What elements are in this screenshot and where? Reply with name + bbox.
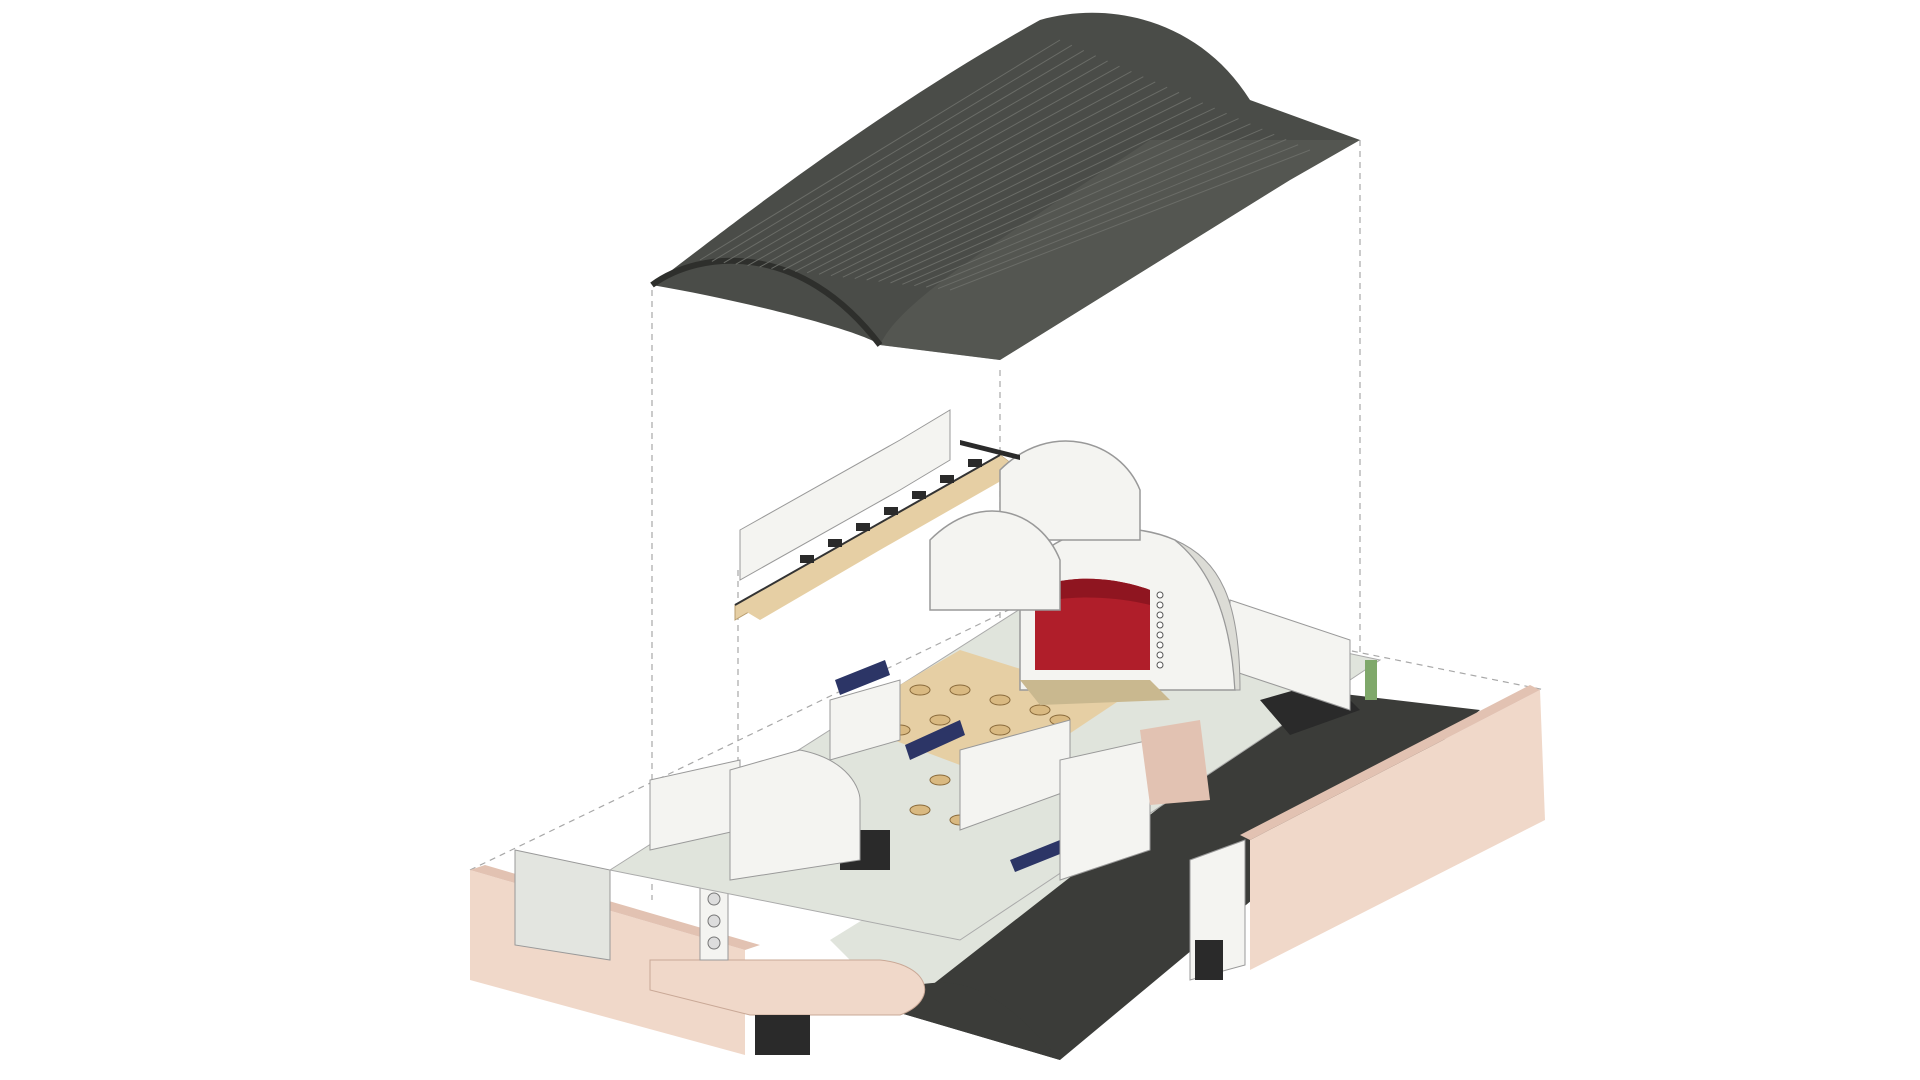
interior-wall-a	[829, 679, 901, 761]
mezzanine-deck	[735, 455, 1020, 620]
stage-curtain	[1035, 578, 1150, 670]
marquee-light	[707, 914, 721, 928]
stage-lights	[1156, 591, 1164, 669]
booth-seating-a	[835, 660, 890, 695]
booth-seating-b	[905, 720, 965, 760]
roof-rib	[818, 91, 1180, 275]
table	[909, 804, 931, 816]
facade-right-top	[1240, 685, 1540, 840]
workstation	[800, 555, 814, 563]
stage-light	[1156, 591, 1164, 599]
pink-partition	[1140, 720, 1210, 805]
stage-light	[1156, 611, 1164, 619]
roof-layer	[650, 12, 1360, 360]
table	[929, 714, 951, 726]
roof-vault-top	[652, 12, 1360, 360]
roof-rib	[806, 86, 1168, 274]
roof-rib	[699, 39, 1061, 261]
roof-rib	[723, 50, 1085, 264]
roof-rib	[759, 65, 1120, 268]
stage-floor	[1020, 680, 1170, 705]
entrance-door-right	[1195, 940, 1223, 980]
roof-rib	[866, 112, 1227, 281]
curtain-valance	[1035, 578, 1150, 605]
stage-light	[1156, 641, 1164, 649]
table	[949, 684, 971, 696]
stage-light	[1156, 651, 1164, 659]
roof-rib	[949, 149, 1311, 291]
roof-rib	[711, 44, 1073, 262]
workstations	[800, 459, 982, 563]
facade-left	[470, 839, 926, 1055]
workstation	[884, 507, 898, 515]
mezzanine-level	[734, 409, 1141, 621]
mezzanine-vault-a	[999, 440, 1141, 541]
table	[989, 694, 1011, 706]
road-curve	[890, 982, 1060, 1060]
auditorium-side-wall	[1174, 539, 1241, 691]
roof-rib	[735, 55, 1096, 265]
auditorium	[1019, 527, 1241, 705]
facade-right-wall	[1250, 690, 1545, 970]
table	[989, 724, 1011, 736]
roof-rib	[842, 102, 1204, 278]
stage-light	[1156, 631, 1164, 639]
roof-rib	[771, 70, 1132, 270]
stage-light	[1156, 601, 1164, 609]
roof-rib	[795, 81, 1156, 272]
table	[909, 684, 931, 696]
roof-rib	[902, 128, 1263, 285]
roof-vault-shade	[880, 140, 1360, 360]
workstation	[912, 491, 926, 499]
stage-light	[1156, 661, 1164, 669]
table	[929, 774, 951, 786]
mezzanine-vault-b	[929, 510, 1061, 611]
roof-rib	[914, 133, 1275, 287]
black-railing	[960, 440, 1020, 460]
roof-rib	[937, 144, 1299, 290]
roof-rib	[830, 97, 1192, 277]
entrance-door-left	[755, 1015, 810, 1055]
workstation	[856, 523, 870, 531]
stage-light	[1156, 621, 1164, 629]
canopy	[649, 959, 926, 1016]
marquee-light	[707, 936, 721, 950]
workstation	[940, 475, 954, 483]
workstation	[828, 539, 842, 547]
mezzanine-back-wall	[739, 409, 951, 581]
grey-wall-block	[514, 849, 611, 961]
base-outline-right	[1049, 589, 1546, 691]
roof-rib	[926, 139, 1287, 288]
workstation	[968, 459, 982, 467]
road	[890, 690, 1480, 1060]
roof-rib	[783, 76, 1144, 271]
roof-rib	[747, 60, 1108, 267]
base-outline-left	[469, 589, 1051, 871]
roof-rib	[890, 123, 1251, 284]
marquee-light	[707, 892, 721, 906]
green-cabinet	[1365, 660, 1377, 700]
table	[1029, 704, 1051, 716]
roof-rib	[854, 107, 1215, 280]
stair-block	[729, 749, 861, 881]
roof-ribs	[699, 39, 1311, 291]
arched-wall	[1059, 739, 1151, 881]
facade-right	[1189, 685, 1545, 981]
booth-seating-d	[1010, 840, 1065, 872]
roof-rib	[878, 118, 1239, 282]
